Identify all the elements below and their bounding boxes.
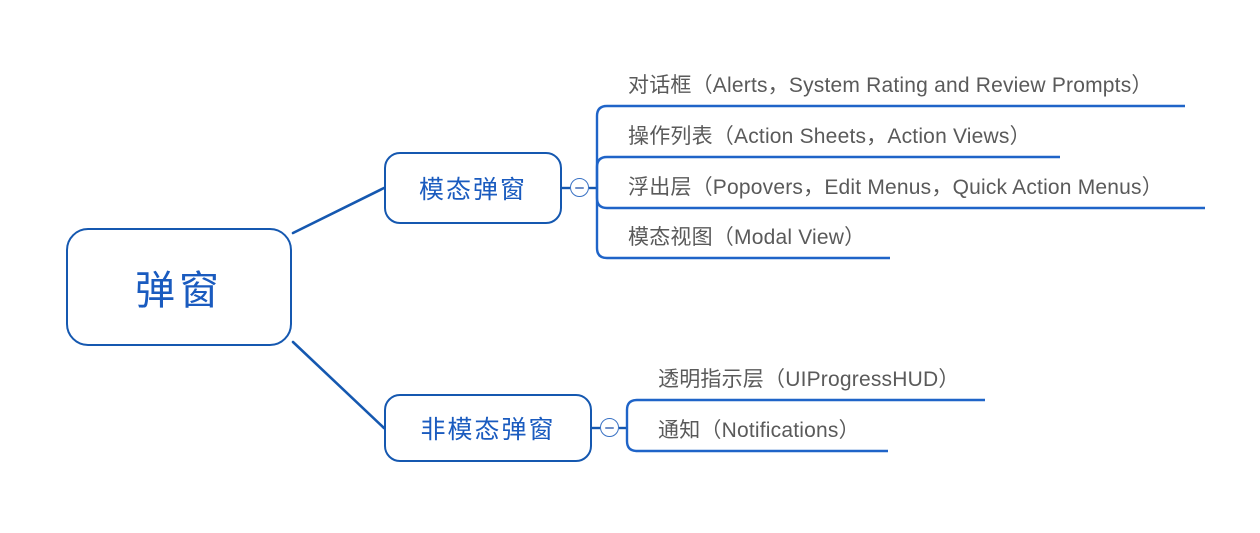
minus-glyph bbox=[605, 426, 614, 429]
connector-root-to-nonmodal bbox=[291, 340, 386, 430]
leaf-label-modal-3[interactable]: 浮出层（Popovers，Edit Menus，Quick Action Men… bbox=[628, 176, 1163, 199]
root-node-label: 弹窗 bbox=[135, 269, 223, 313]
branch-node-modal-label: 模态弹窗 bbox=[418, 176, 527, 204]
root-node[interactable]: 弹窗 bbox=[66, 228, 292, 346]
minus-glyph bbox=[575, 186, 584, 189]
branch-node-modal[interactable]: 模态弹窗 bbox=[384, 152, 562, 224]
branch-node-nonmodal-label: 非模态弹窗 bbox=[420, 416, 556, 444]
collapse-minus-icon-modal[interactable] bbox=[570, 178, 589, 197]
branch-node-nonmodal[interactable]: 非模态弹窗 bbox=[384, 394, 592, 462]
leaf-label-modal-1[interactable]: 对话框（Alerts，System Rating and Review Prom… bbox=[628, 74, 1153, 97]
leaf-label-modal-4[interactable]: 模态视图（Modal View） bbox=[628, 226, 866, 249]
collapse-minus-icon-nonmodal[interactable] bbox=[600, 418, 619, 437]
leaf-label-nonmodal-1[interactable]: 透明指示层（UIProgressHUD） bbox=[658, 368, 960, 391]
leaf-label-modal-2[interactable]: 操作列表（Action Sheets，Action Views） bbox=[628, 125, 1031, 148]
connector-root-to-modal bbox=[291, 186, 386, 235]
leaf-label-nonmodal-2[interactable]: 通知（Notifications） bbox=[658, 419, 860, 442]
